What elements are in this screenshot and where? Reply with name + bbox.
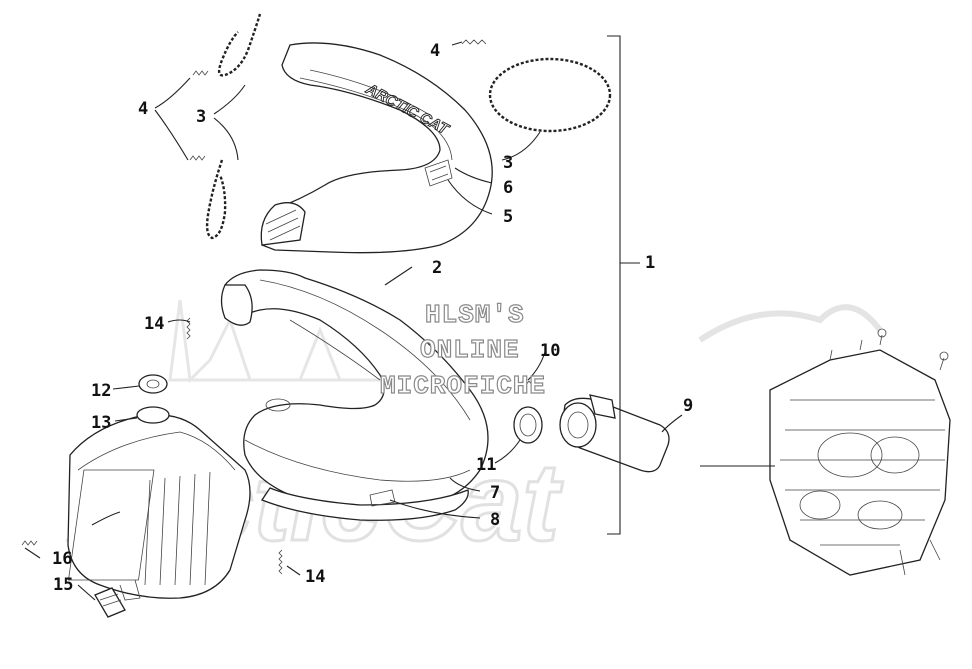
callout-10: 10 (540, 341, 560, 361)
callout-labels: 1 2 3 3 4 4 5 6 7 8 9 10 11 12 13 14 14 … (52, 41, 693, 595)
shield-decal (424, 159, 453, 187)
callout-16: 16 (52, 549, 72, 569)
silencer (67, 406, 251, 601)
expansion-chamber (220, 269, 489, 507)
callout-5: 5 (503, 207, 513, 227)
spring-small-top (461, 39, 487, 45)
callout-2: 2 (432, 258, 442, 278)
watermark-line-1: HLSM'S (425, 300, 525, 330)
callout-3-right: 3 (503, 153, 513, 173)
exhaust-manifold (559, 394, 670, 473)
heat-shield: ARCTIC CAT (260, 42, 493, 254)
callout-3-left: 3 (196, 107, 206, 127)
callout-1: 1 (645, 253, 655, 273)
outlet-clamp (94, 587, 126, 618)
callout-4-left: 4 (138, 99, 148, 119)
callout-4-top: 4 (430, 41, 440, 61)
clamp-band-right (488, 57, 612, 133)
callout-8: 8 (490, 510, 500, 530)
gasket-ring (513, 406, 543, 444)
spring-small-left-upper (192, 70, 209, 76)
chain-spring-top (217, 13, 262, 77)
watermark-line-2: ONLINE (420, 335, 520, 365)
callout-13: 13 (91, 413, 111, 433)
callout-15: 15 (53, 575, 73, 595)
spring-manifold (519, 380, 533, 386)
spring-left-silencer (21, 540, 38, 546)
engine-block (769, 328, 951, 576)
watermark-line-3: MICROFICHE (380, 371, 546, 401)
callout-14-lower: 14 (305, 567, 325, 587)
callout-6: 6 (503, 178, 513, 198)
callout-9: 9 (683, 396, 693, 416)
spring-lower-silencer (278, 549, 283, 575)
callout-11: 11 (476, 455, 496, 475)
spring-small-left-lower (189, 155, 206, 161)
callout-12: 12 (91, 381, 111, 401)
callout-7: 7 (490, 483, 500, 503)
grommet (138, 374, 168, 394)
callout-14-upper: 14 (144, 314, 164, 334)
chain-spring-left (205, 159, 227, 240)
assembly-bracket (607, 35, 640, 535)
leader-lines (24, 41, 775, 601)
microfiche-watermark: HLSM'S ONLINE MICROFICHE (379, 299, 546, 401)
